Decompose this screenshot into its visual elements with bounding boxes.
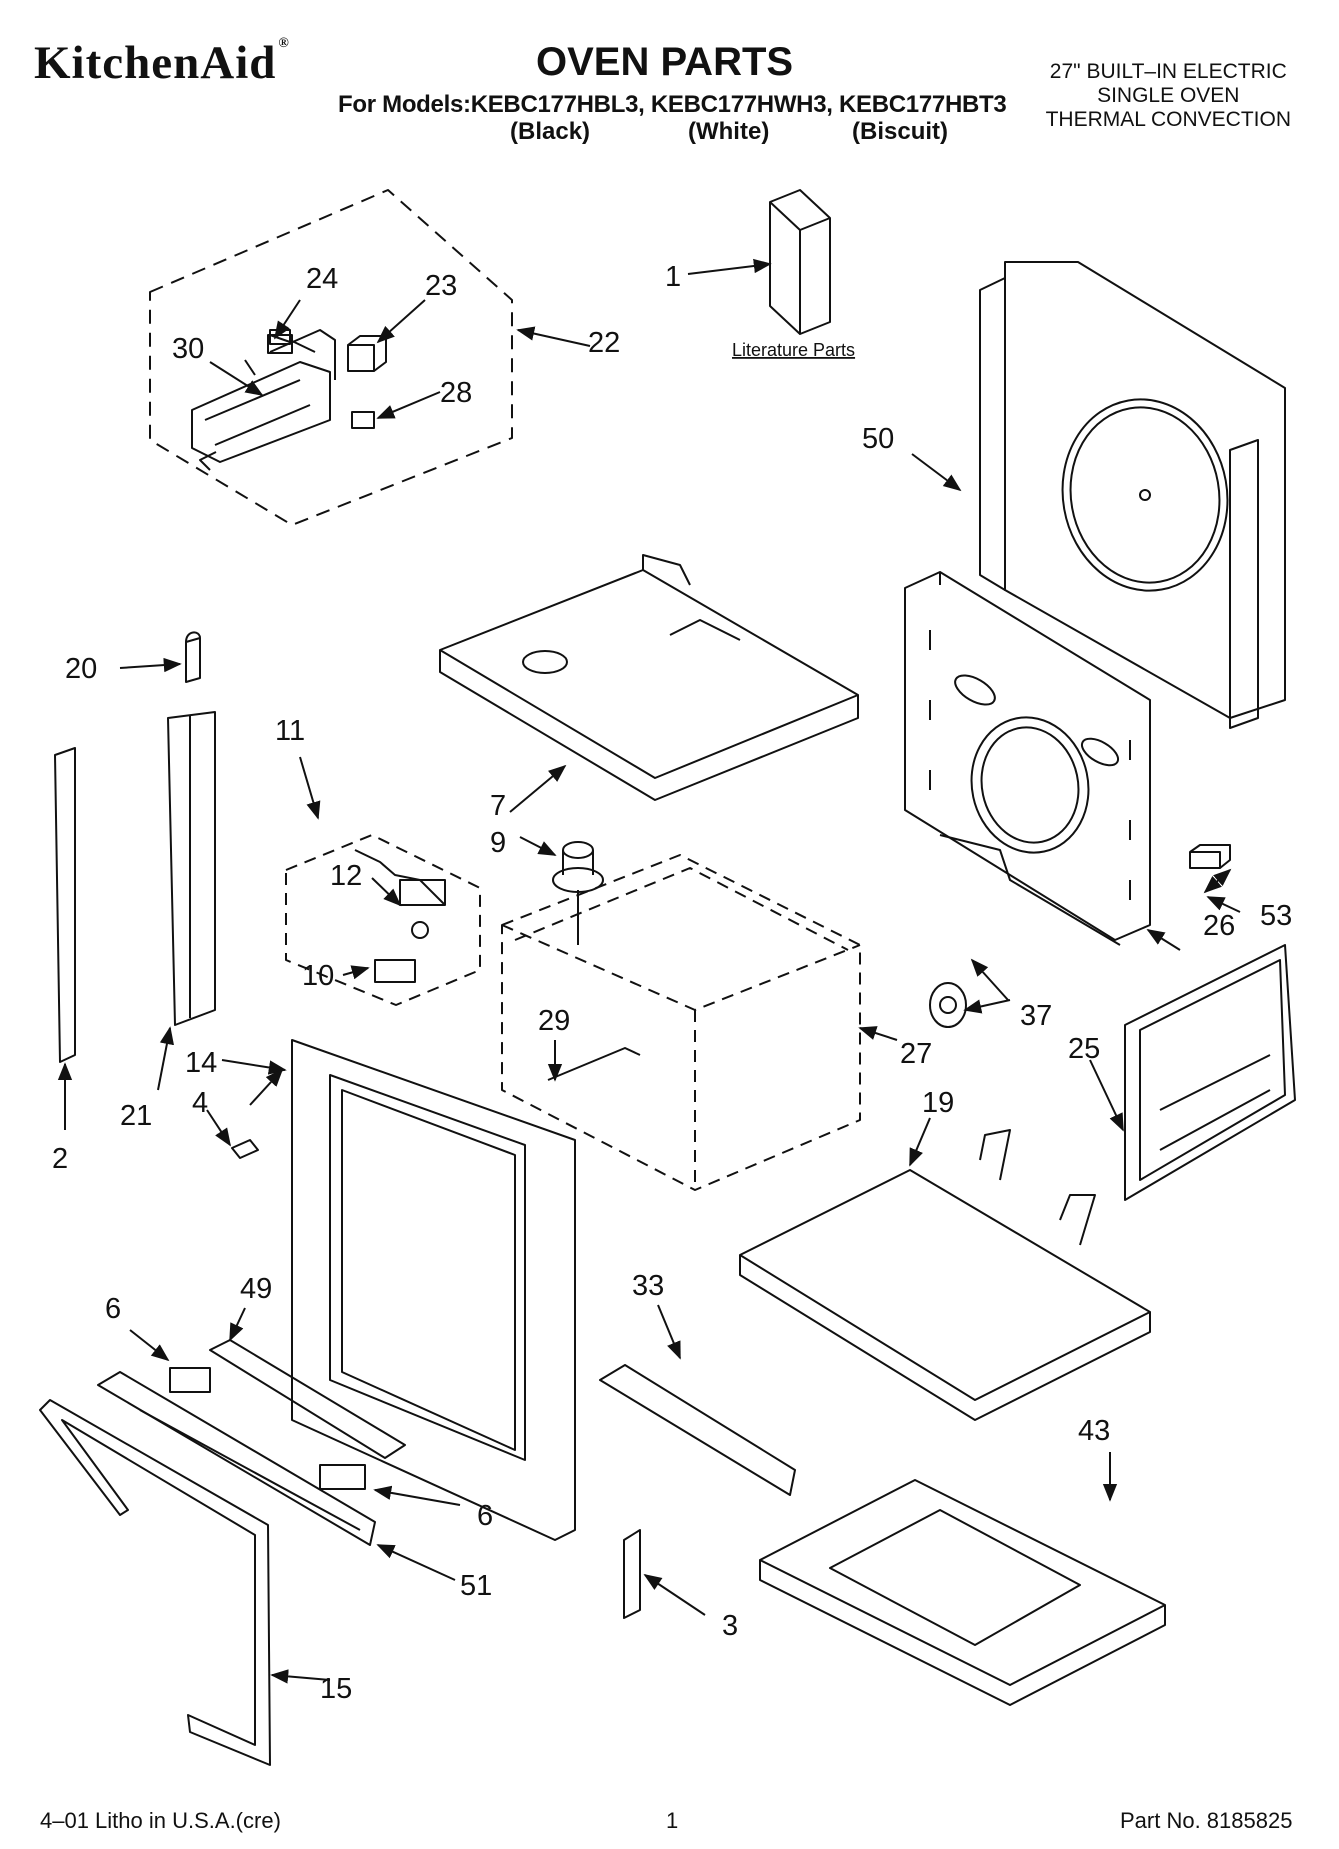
part-3-bracket — [623, 1529, 641, 1619]
part-20-cap — [185, 631, 201, 683]
part-19-heat-shield — [739, 1129, 1151, 1421]
callout-21: 21 — [120, 1100, 152, 1132]
callout-29: 29 — [538, 1005, 570, 1037]
callout-20: 20 — [65, 653, 97, 685]
part-22-control-assembly — [149, 189, 513, 526]
litho-note: 4–01 Litho in U.S.A.(cre) — [40, 1808, 281, 1833]
part-21-side-trim — [167, 711, 216, 1026]
callout-23: 23 — [425, 270, 457, 302]
callout-49: 49 — [240, 1273, 272, 1305]
color-white: (White) — [688, 118, 770, 145]
callout-15: 15 — [320, 1673, 352, 1705]
callout-1: 1 — [665, 261, 681, 293]
part-number: Part No. 8185825 — [1120, 1808, 1293, 1833]
literature-parts-label: Literature Parts — [732, 340, 855, 360]
part-15-gasket — [39, 1399, 271, 1766]
callout-25: 25 — [1068, 1033, 1100, 1065]
part-4-screw — [231, 1139, 259, 1159]
callout-10: 10 — [302, 960, 334, 992]
brand-logo: KitchenAid® — [34, 36, 290, 90]
registered-mark: ® — [278, 36, 290, 51]
part-9-blower — [552, 841, 604, 945]
part-53-bracket — [1189, 851, 1221, 869]
color-black: (Black) — [510, 118, 591, 145]
part-14-front-frame — [291, 1039, 576, 1541]
part-50-rear-panel — [979, 261, 1286, 729]
part-28-connector-icon — [351, 411, 375, 429]
callout-14: 14 — [185, 1047, 217, 1079]
callout-22: 22 — [588, 327, 620, 359]
models-line: For Models:KEBC177HBL3, KEBC177HWH3, KEB… — [338, 91, 1007, 118]
part-29-element — [547, 1047, 641, 1081]
part-2-trim — [54, 747, 76, 1063]
callout-51: 51 — [460, 1570, 492, 1602]
description-line: 27" BUILT–IN ELECTRIC — [1049, 60, 1287, 83]
callout-19: 19 — [922, 1087, 954, 1119]
callout-6b: 6 — [477, 1500, 493, 1532]
callout-3: 3 — [722, 1610, 738, 1642]
callout-50: 50 — [862, 423, 894, 455]
callout-11: 11 — [275, 715, 305, 747]
part-25-side-panel — [1124, 944, 1296, 1201]
callout-2: 2 — [52, 1143, 68, 1175]
callout-28: 28 — [440, 377, 472, 409]
callout-53: 53 — [1260, 900, 1292, 932]
part-49-duct — [209, 1339, 406, 1459]
callout-33: 33 — [632, 1270, 664, 1302]
part-6-spacer — [319, 1464, 366, 1490]
part-43-bottom-tray — [759, 1479, 1166, 1706]
part-33-rail — [599, 1364, 796, 1496]
callout-30: 30 — [172, 333, 204, 365]
part-37-thermostat — [929, 982, 967, 1028]
description-line: THERMAL CONVECTION — [1045, 108, 1291, 131]
callout-43: 43 — [1078, 1415, 1110, 1447]
part-51-vent-trim — [97, 1371, 376, 1546]
part-1-literature — [769, 189, 831, 335]
callout-12: 12 — [330, 860, 362, 892]
callout-4: 4 — [192, 1087, 208, 1119]
callout-26: 26 — [1203, 910, 1235, 942]
description-line: SINGLE OVEN — [1097, 84, 1240, 107]
callout-37: 37 — [1020, 1000, 1052, 1032]
part-26-convection-housing — [904, 571, 1151, 946]
page-title: OVEN PARTS — [536, 40, 794, 84]
callout-24: 24 — [306, 263, 338, 295]
page-number: 1 — [666, 1808, 679, 1833]
part-6-spacer — [169, 1367, 211, 1393]
callout-9: 9 — [490, 827, 506, 859]
brand-name: KitchenAid — [34, 37, 277, 89]
callout-7: 7 — [490, 790, 506, 822]
oven-description: 27" BUILT–IN ELECTRIC SINGLE OVEN THERMA… — [1046, 60, 1291, 132]
part-7-top-panel — [439, 554, 859, 801]
part-23-switch-icon — [347, 344, 375, 372]
part-27-oven-cavity — [501, 854, 861, 1191]
callout-labels: 1 2 3 4 6 6 7 9 10 11 12 14 15 19 20 21 … — [52, 261, 1292, 1705]
callout-6: 6 — [105, 1293, 121, 1325]
callout-27: 27 — [900, 1038, 932, 1070]
color-biscuit: (Biscuit) — [852, 118, 948, 145]
